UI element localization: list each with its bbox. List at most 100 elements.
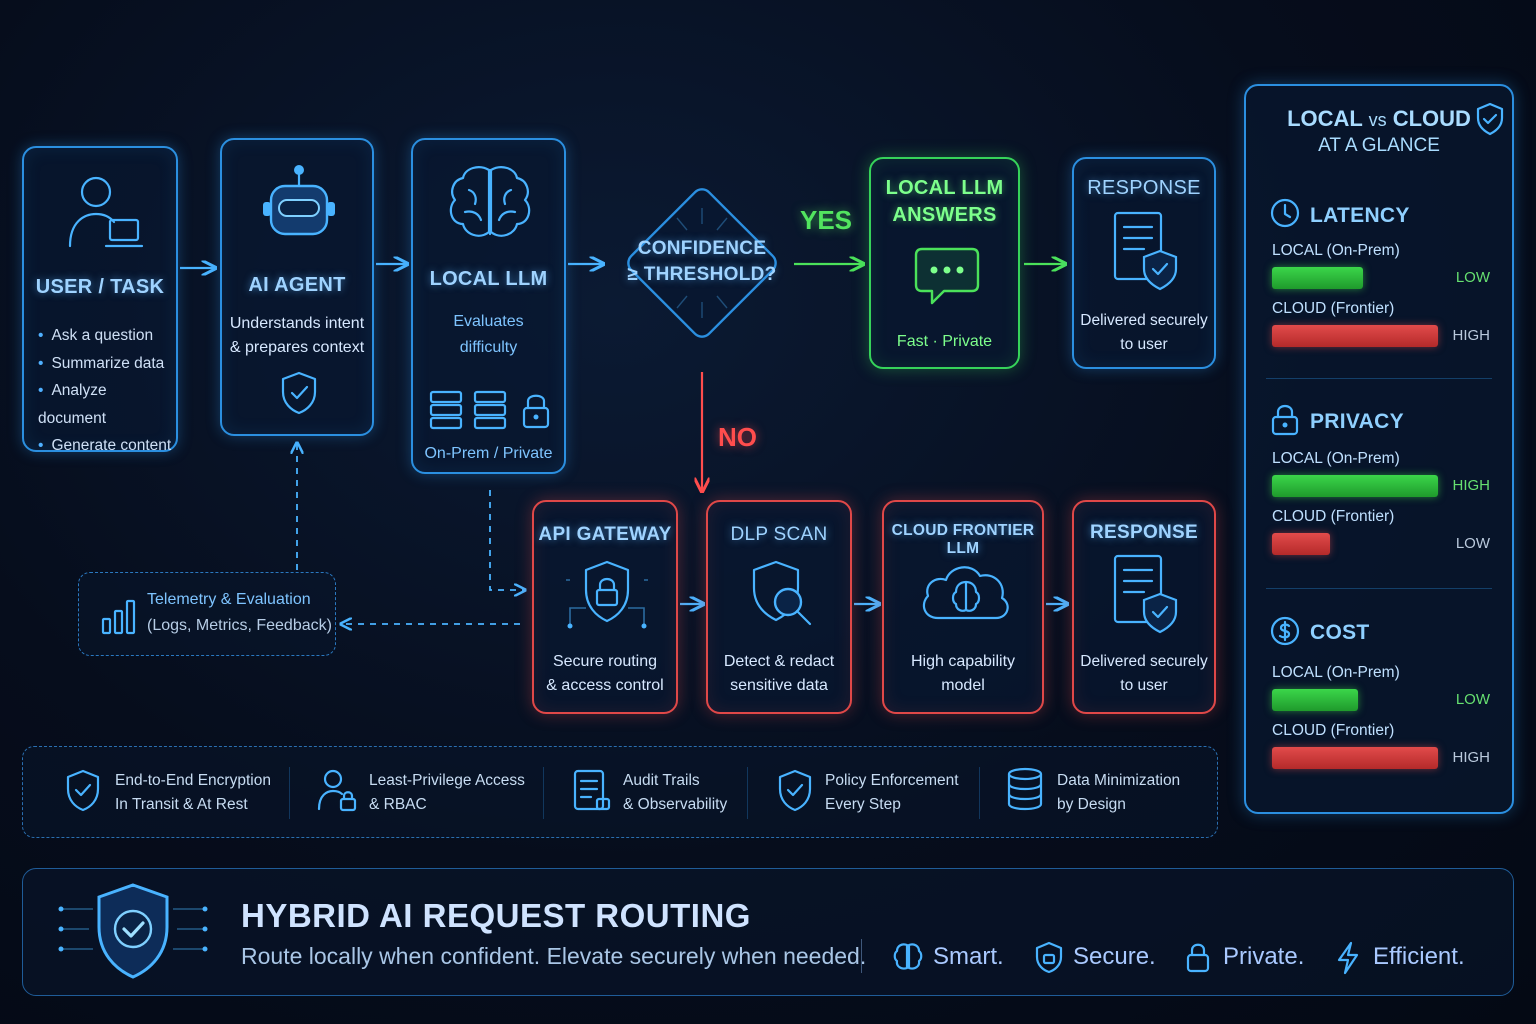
lock-icon [522,394,550,429]
security-line-2: & Observability [623,796,728,813]
cloud-brain-icon [922,566,1009,620]
list-item: Summarize data [38,350,176,378]
security-line-1: Data Minimization [1057,772,1181,789]
footer-word-secure: Secure. [1073,943,1156,970]
response-bottom-desc-1: Delivered securely [1080,653,1208,670]
yes-label: YES [800,205,853,235]
response-top-desc-2: to user [1120,336,1168,353]
cloud-llm-desc-2: model [941,677,985,694]
dollar-icon [1270,616,1300,646]
shield-search-icon [752,560,812,626]
response-top-title: RESPONSE [1087,177,1201,199]
dlp-scan-desc-1: Detect & redact [723,653,835,670]
latency-heading: LATENCY [1310,204,1410,227]
telemetry-line-2: (Logs, Metrics, Feedback) [147,617,332,634]
lock-icon [1186,943,1210,973]
divider [289,767,290,819]
clock-icon [1270,198,1300,228]
shield-check-icon [281,371,317,415]
security-line-2: In Transit & At Rest [115,796,248,813]
user-task-title: USER / TASK [35,276,165,298]
cost-cloud-label: CLOUD (Frontier) [1272,722,1395,739]
chat-bubble-icon [914,247,980,305]
panel-title-line-1: LOCAL vs CLOUD [1246,106,1512,132]
local-answers-line-2: ANSWERS [892,204,997,226]
server-icon [429,390,463,430]
local-answers-line-1: LOCAL LLM [885,177,1004,199]
cost-heading: COST [1310,621,1370,644]
cloud-llm-desc-1: High capability [910,653,1016,670]
latency-cloud-bar [1272,325,1438,347]
decision-diamond [627,188,777,338]
divider [747,767,748,819]
brain-icon [893,943,923,970]
dlp-scan-card: DLP SCAN Detect & redact sensitive data [706,500,852,714]
brain-icon [449,166,531,237]
lightning-icon [1337,941,1359,975]
list-item: Generate content [38,432,176,460]
cost-local-bar [1272,689,1358,711]
list-item: Ask a question [38,322,176,350]
response-bottom-desc-2: to user [1120,677,1168,694]
privacy-cloud-label: CLOUD (Frontier) [1272,508,1395,525]
footer-subtitle: Route locally when confident. Elevate se… [241,943,867,969]
local-answers-desc: Fast · Private [896,333,993,350]
local-llm-card: LOCAL LLM Evaluates difficulty On-Prem /… [411,138,566,474]
no-label: NO [718,422,757,452]
security-strip: End-to-End Encryption In Transit & At Re… [22,746,1218,838]
security-line-1: Audit Trails [623,772,700,789]
cloud-llm-card: CLOUD FRONTIER LLM High capability model [882,500,1044,714]
user-task-card: USER / TASK Ask a question Summarize dat… [22,146,178,454]
list-item: Analyze document [38,377,176,432]
latency-cloud-label: CLOUD (Frontier) [1272,300,1395,317]
divider [861,939,862,973]
local-llm-footer: On-Prem / Private [424,445,553,462]
security-line-2: Every Step [825,796,901,813]
local-llm-title: LOCAL LLM [429,268,548,290]
ai-agent-desc-2: & prepares context [229,339,365,356]
robot-icon [263,165,335,236]
privacy-cloud-bar [1272,533,1330,555]
security-line-1: End-to-End Encryption [115,772,271,789]
document-icon [573,769,611,811]
local-llm-desc-2: difficulty [459,339,518,356]
security-line-2: by Design [1057,796,1126,813]
privacy-local-label: LOCAL (On-Prem) [1272,450,1400,467]
footer-banner: HYBRID AI REQUEST ROUTING Route locally … [22,868,1514,996]
lock-icon [1271,404,1299,436]
user-laptop-icon [68,176,144,248]
shield-lock-icon [1035,941,1063,974]
shield-check-icon [1476,102,1504,136]
telemetry-line-1: Telemetry & Evaluation [147,591,311,608]
response-top-desc-1: Delivered securely [1080,312,1208,329]
latency-local-level: LOW [1455,269,1490,286]
dlp-scan-title: DLP SCAN [730,524,828,545]
decision-line-1: CONFIDENCE [637,238,767,259]
document-shield-icon [1113,554,1178,634]
privacy-cloud-level: LOW [1455,535,1490,552]
api-gateway-desc-1: Secure routing [552,653,658,670]
arrow-llm-to-gateway [489,490,524,590]
dlp-scan-desc-2: sensitive data [730,677,828,694]
local-llm-desc-1: Evaluates [453,313,524,330]
shield-check-icon [66,769,100,812]
footer-title: HYBRID AI REQUEST ROUTING [241,897,751,934]
divider [543,767,544,819]
panel-title-vs: vs [1368,110,1387,130]
panel-title-cloud: CLOUD [1392,106,1471,131]
response-bottom-card: RESPONSE Delivered securely to user [1072,500,1216,714]
shield-lock-icon [566,560,648,629]
user-task-list: Ask a question Summarize data Analyze do… [38,322,176,460]
divider [1266,378,1492,379]
api-gateway-title: API GATEWAY [538,524,672,545]
user-lock-icon [317,769,357,812]
footer-word-smart: Smart. [933,943,1004,970]
latency-local-bar [1272,267,1363,289]
footer-word-efficient: Efficient. [1373,943,1465,970]
document-shield-icon [1113,211,1178,291]
local-answers-card: LOCAL LLM ANSWERS Fast · Private [869,157,1020,369]
response-top-card: RESPONSE Delivered securely to user [1072,157,1216,369]
server-icon [473,390,507,430]
cost-cloud-level: HIGH [1452,749,1491,766]
